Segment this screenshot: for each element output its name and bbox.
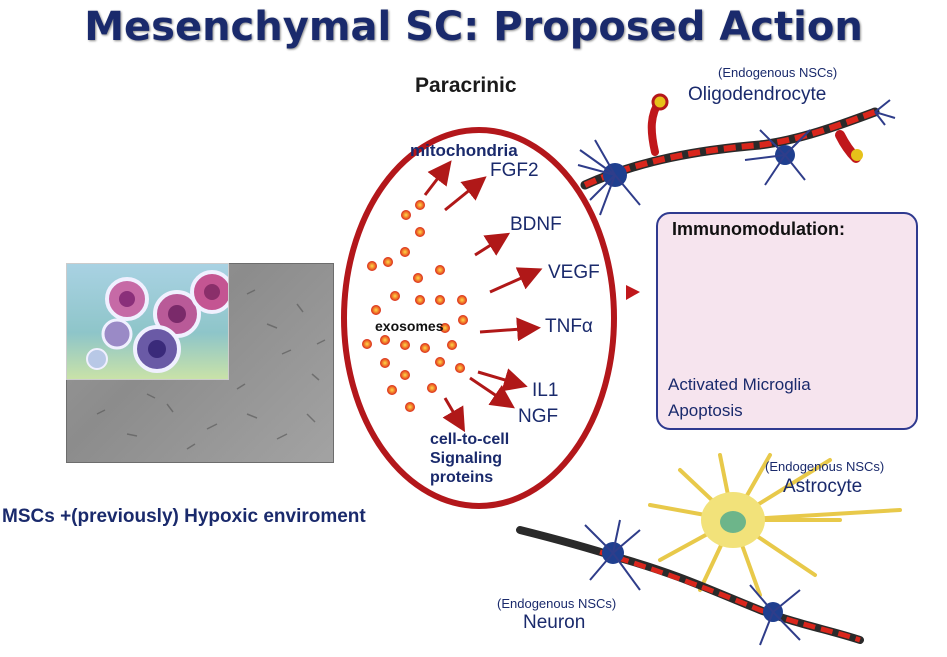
neuron-source: (Endogenous NSCs) xyxy=(497,596,617,611)
astrocyte-name: Astrocyte xyxy=(783,476,863,497)
oligodendrocyte-illustration xyxy=(577,93,896,216)
microglia-caption: Activated Microglia Apoptosis xyxy=(668,372,811,424)
cell-signaling-line-3: proteins xyxy=(430,469,494,486)
immunomodulation-box xyxy=(656,212,918,430)
oligodendrocyte-source: (Endogenous NSCs) xyxy=(718,65,838,80)
oligodendrocyte-name: Oligodendrocyte xyxy=(688,84,827,105)
factor-label-il1: IL1 xyxy=(532,380,559,401)
exosomes-label: exosomes xyxy=(375,318,444,334)
cell-signaling-line-2: Signaling xyxy=(430,450,502,467)
immunomodulation-title: Immunomodulation: xyxy=(672,219,845,239)
mitochondria-label: mitochondria xyxy=(410,141,518,160)
msc-culture-texture xyxy=(96,289,326,450)
paracrine-heading: Paracrinic xyxy=(415,74,517,97)
factor-label-fgf2: FGF2 xyxy=(490,160,539,181)
factor-label-bdnf: BDNF xyxy=(510,214,562,235)
microglia-line-1: Activated Microglia xyxy=(668,375,811,394)
astrocyte-source: (Endogenous NSCs) xyxy=(765,459,885,474)
factor-label-vegf: VEGF xyxy=(548,262,600,283)
paracrine-ellipse xyxy=(341,127,617,509)
msc-caption: MSCs +(previously) Hypoxic enviroment xyxy=(2,506,366,527)
neuron-name: Neuron xyxy=(523,612,586,633)
factor-label-tnfa: TNFα xyxy=(545,316,593,337)
cell-signaling-label: cell-to-cell Signaling proteins xyxy=(430,430,509,487)
page-title: Mesenchymal SC: Proposed Action xyxy=(84,4,863,50)
neuron-illustration xyxy=(516,519,864,646)
msc-stained-cells xyxy=(86,270,228,373)
msc-stained-inset xyxy=(66,263,229,380)
exosome-vesicles xyxy=(362,200,468,412)
factor-label-ngf: NGF xyxy=(518,406,559,427)
ellipse-to-immuno-arrow xyxy=(626,285,640,300)
microglia-line-2: Apoptosis xyxy=(668,401,743,420)
cell-signaling-line-1: cell-to-cell xyxy=(430,431,510,448)
factor-arrows xyxy=(423,160,543,433)
astrocyte-illustration xyxy=(648,453,902,597)
